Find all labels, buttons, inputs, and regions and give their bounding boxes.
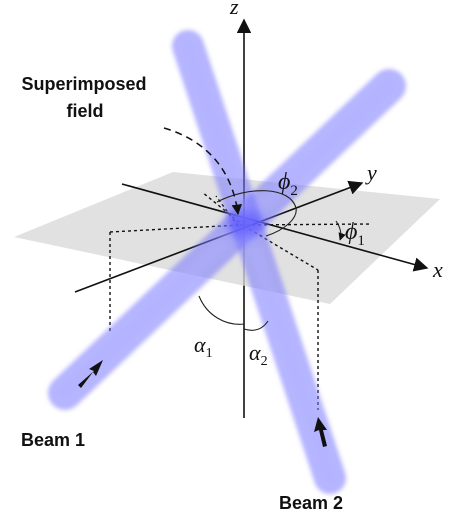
alpha2-label: α2 bbox=[249, 340, 268, 369]
alpha2-arc bbox=[243, 320, 269, 331]
axis-z-label: z bbox=[229, 0, 239, 19]
superimposed-field-arrow bbox=[163, 127, 242, 216]
superimposed-field-label-line2: field bbox=[66, 101, 103, 121]
beam-2-label: Beam 2 bbox=[279, 493, 343, 513]
axis-y-label: y bbox=[365, 160, 377, 185]
phi1-label: ϕ1 bbox=[345, 219, 365, 249]
phi2-arc bbox=[216, 190, 297, 237]
beam-2-direction-arrow bbox=[314, 417, 327, 447]
phi2-label: ϕ2 bbox=[278, 169, 298, 199]
superimposed-field-label-line1: Superimposed bbox=[21, 74, 146, 94]
alpha1-label: α1 bbox=[194, 332, 213, 361]
alpha1-arc bbox=[198, 295, 245, 325]
beam-1-direction-arrow bbox=[78, 360, 103, 388]
beam-2 bbox=[172, 30, 346, 494]
x-axis bbox=[121, 183, 429, 272]
beam-1-label: Beam 1 bbox=[21, 430, 85, 450]
axis-x-label: x bbox=[432, 257, 443, 282]
beam-1 bbox=[48, 69, 406, 410]
superimposed-field-spot bbox=[227, 211, 263, 237]
phi1-arc bbox=[335, 220, 346, 241]
